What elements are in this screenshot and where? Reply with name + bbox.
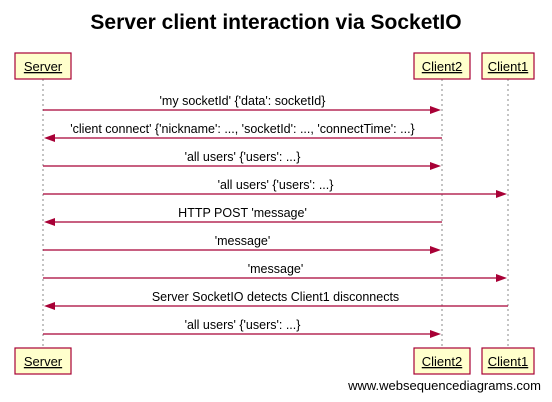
participant-server-top: Server	[14, 52, 72, 80]
message-9: 'all users' {'users': ...}	[43, 318, 441, 338]
participant-label: Server	[24, 354, 63, 369]
participant-box	[413, 52, 471, 80]
message-label: 'message'	[215, 234, 271, 248]
message-6: 'message'	[43, 234, 441, 254]
arrowhead-icon	[44, 218, 55, 226]
message-1: 'my socketId' {'data': socketId}	[43, 94, 441, 114]
participant-client2-top: Client2	[413, 52, 471, 80]
arrowhead-icon	[496, 190, 507, 198]
participant-box	[14, 347, 72, 375]
message-label: HTTP POST 'message'	[178, 206, 307, 220]
participant-label: Client1	[488, 354, 528, 369]
arrowhead-icon	[430, 106, 441, 114]
participant-client1-bottom: Client1	[481, 347, 535, 375]
participant-box	[481, 52, 535, 80]
footer-watermark: www.websequencediagrams.com	[347, 378, 541, 393]
message-label: 'all users' {'users': ...}	[185, 318, 301, 332]
arrowhead-icon	[430, 330, 441, 338]
arrowhead-icon	[430, 246, 441, 254]
participant-server-bottom: Server	[14, 347, 72, 375]
message-label: 'client connect' {'nickname': ..., 'sock…	[70, 122, 414, 136]
message-label: 'my socketId' {'data': socketId}	[160, 94, 326, 108]
message-7: 'message'	[43, 262, 507, 282]
message-label: 'all users' {'users': ...}	[185, 150, 301, 164]
participant-box	[14, 52, 72, 80]
message-3: 'all users' {'users': ...}	[43, 150, 441, 170]
participant-box	[481, 347, 535, 375]
participant-label: Client2	[422, 354, 462, 369]
message-8: Server SocketIO detects Client1 disconne…	[44, 290, 508, 310]
participant-label: Server	[24, 59, 63, 74]
participant-client1-top: Client1	[481, 52, 535, 80]
message-label: Server SocketIO detects Client1 disconne…	[152, 290, 399, 304]
arrowhead-icon	[44, 302, 55, 310]
messages: 'my socketId' {'data': socketId} 'client …	[43, 94, 508, 338]
arrowhead-icon	[430, 162, 441, 170]
message-5: HTTP POST 'message'	[44, 206, 442, 226]
participant-label: Client1	[488, 59, 528, 74]
message-label: 'message'	[248, 262, 304, 276]
message-4: 'all users' {'users': ...}	[43, 178, 507, 198]
arrowhead-icon	[496, 274, 507, 282]
message-2: 'client connect' {'nickname': ..., 'sock…	[44, 122, 442, 142]
participant-label: Client2	[422, 59, 462, 74]
diagram-title: Server client interaction via SocketIO	[90, 11, 461, 34]
arrowhead-icon	[44, 134, 55, 142]
participant-client2-bottom: Client2	[413, 347, 471, 375]
participant-box	[413, 347, 471, 375]
message-label: 'all users' {'users': ...}	[218, 178, 334, 192]
